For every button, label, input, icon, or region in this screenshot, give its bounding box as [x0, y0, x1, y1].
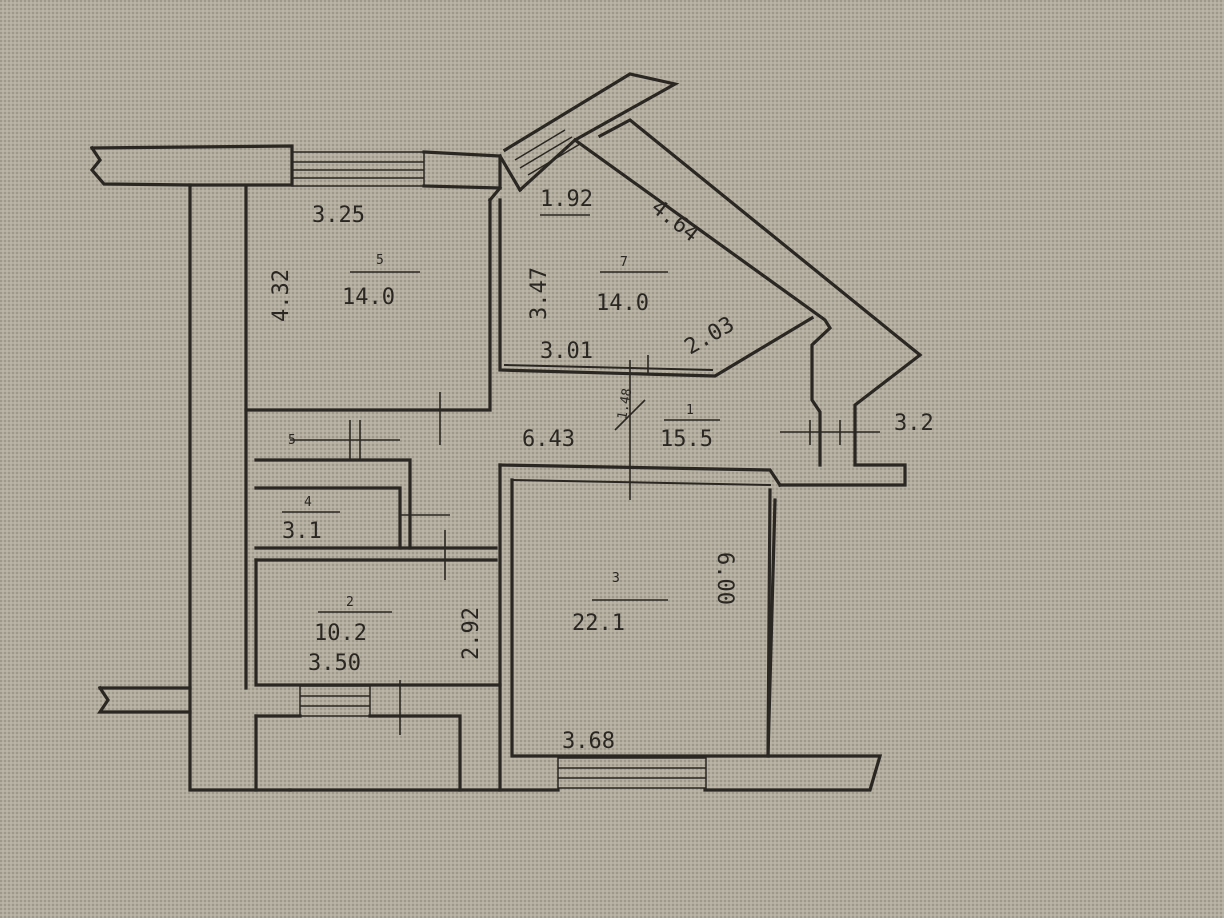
- corridor-number: 5: [288, 433, 296, 448]
- room-top-left-area: 14.0: [342, 285, 395, 310]
- living-room-area: 22.1: [572, 611, 625, 636]
- kitchen-width: 3.50: [308, 651, 361, 676]
- room-top-right-dim-left: 3.47: [527, 267, 552, 320]
- bathroom-area: 3.1: [282, 519, 322, 544]
- hall-area: 15.5: [660, 427, 713, 452]
- dimension-ticks: [290, 214, 880, 735]
- room-top-right-number: 7: [620, 255, 628, 270]
- living-room-number: 3: [612, 571, 620, 586]
- room-top-left-width: 3.25: [312, 203, 365, 228]
- hall-width: 1.48: [615, 387, 635, 420]
- room-top-right-dim-bottom: 3.01: [540, 339, 593, 364]
- hall-number: 1: [686, 403, 694, 418]
- kitchen-area: 10.2: [314, 621, 367, 646]
- hall: 6.43 1.48 1 15.5 3.2: [522, 387, 934, 452]
- hall-length: 6.43: [522, 427, 575, 452]
- living-room-depth: 6.00: [712, 552, 737, 605]
- room-top-left: 3.25 4.32 5 14.0: [269, 203, 420, 322]
- bathroom-number: 4: [304, 495, 312, 510]
- corridor: 5: [288, 433, 296, 448]
- room-top-right-area: 14.0: [596, 291, 649, 316]
- room-top-left-number: 5: [376, 253, 384, 268]
- living-room-width: 3.68: [562, 729, 615, 754]
- hall-dim-right: 3.2: [894, 411, 934, 436]
- living-room: 3 22.1 6.00 3.68: [562, 552, 737, 754]
- bathroom: 4 3.1: [282, 495, 340, 544]
- room-top-right-dim-top: 1.92: [540, 187, 593, 212]
- kitchen-number: 2: [346, 595, 354, 610]
- outer-walls: [89, 72, 923, 792]
- interior-walls: [244, 185, 815, 792]
- kitchen-depth: 2.92: [459, 607, 484, 660]
- kitchen: 2 10.2 3.50 2.92: [308, 595, 484, 676]
- room-top-left-depth: 4.32: [269, 269, 294, 322]
